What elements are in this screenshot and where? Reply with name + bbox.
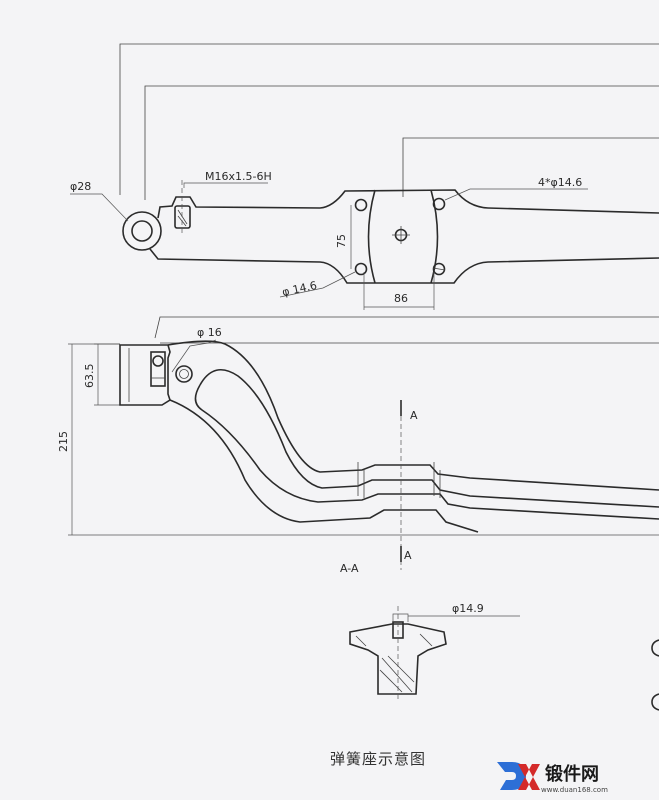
logo-x-icon bbox=[518, 764, 540, 790]
hole-14-9-label: φ14.9 bbox=[452, 602, 484, 615]
edge-mark-bottom bbox=[651, 693, 659, 711]
dim-75-label: 75 bbox=[335, 234, 348, 248]
dim-215-label: 215 bbox=[57, 431, 70, 452]
dim-63-5-label: 63.5 bbox=[83, 364, 96, 389]
section-view bbox=[349, 606, 520, 702]
thread-label: M16x1.5-6H bbox=[205, 170, 272, 183]
drawing-caption: 弹簧座示意图 bbox=[330, 750, 426, 768]
section-a-top-label: A bbox=[410, 409, 418, 422]
top-view-dimension-lines bbox=[119, 43, 659, 200]
logo-mark-icon bbox=[497, 762, 526, 790]
watermark-logo: 锻件网 www.duan168.com bbox=[497, 762, 608, 794]
edge-mark-top bbox=[651, 639, 659, 657]
top-view-arm bbox=[70, 180, 659, 310]
eye-diameter-label: φ28 bbox=[70, 180, 91, 193]
side-view bbox=[68, 316, 659, 570]
logo-text: 锻件网 bbox=[545, 763, 599, 785]
holes-top-label: 4*φ14.6 bbox=[538, 176, 582, 189]
logo-url: www.duan168.com bbox=[541, 786, 608, 794]
dim-86-label: 86 bbox=[394, 292, 408, 305]
hole-left-label: φ 14.6 bbox=[281, 279, 318, 299]
hole-16-label: φ 16 bbox=[197, 326, 222, 339]
section-name-label: A-A bbox=[340, 562, 359, 575]
section-a-bottom-label: A bbox=[404, 549, 412, 562]
